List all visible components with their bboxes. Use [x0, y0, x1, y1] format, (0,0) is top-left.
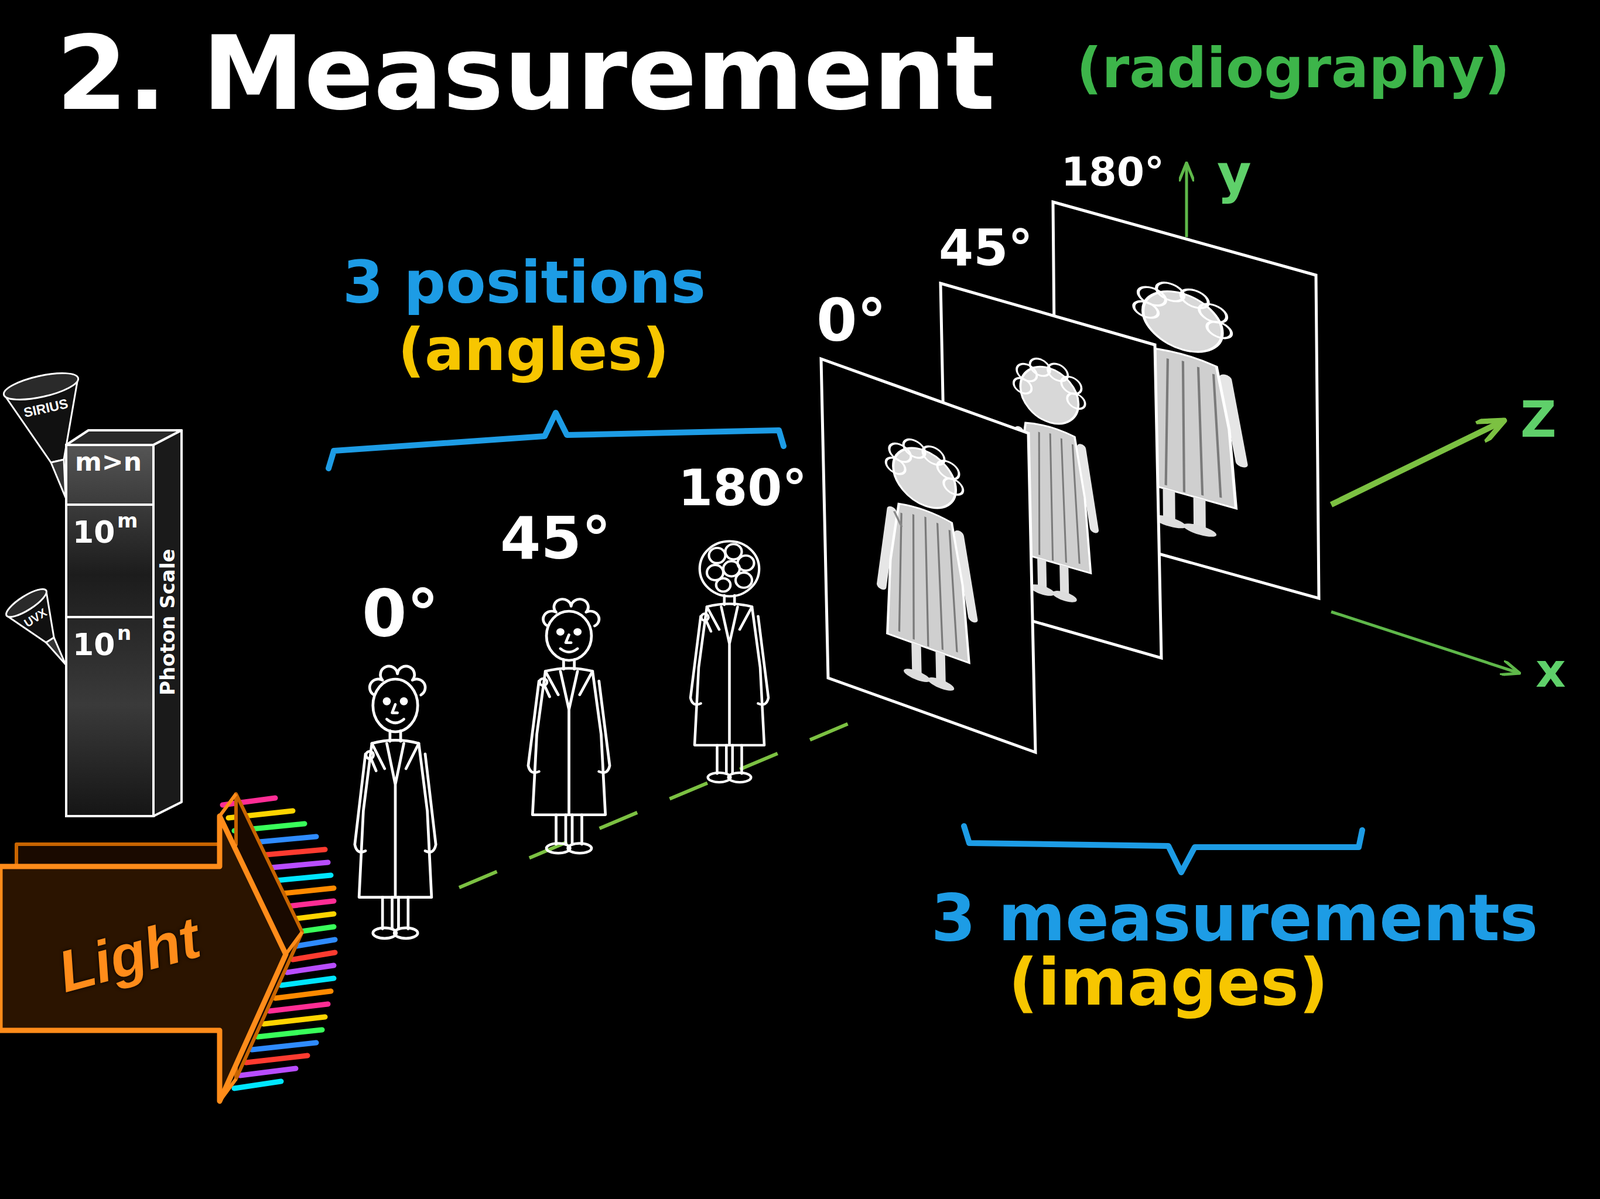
ray — [292, 952, 335, 960]
person-0deg — [354, 666, 436, 939]
beam-axis — [459, 713, 873, 888]
angle-label: 45° — [938, 219, 1034, 278]
angle-label: 0° — [816, 286, 887, 355]
subtitle: (radiography) — [1076, 36, 1510, 101]
light-arrow: Light — [0, 784, 311, 1107]
arrow-front — [0, 816, 286, 1102]
cone-tip — [46, 637, 66, 665]
detector-panel — [821, 359, 1036, 753]
person-body — [690, 595, 769, 783]
scale-title: Photon Scale — [155, 549, 179, 696]
axis-label: Z — [1520, 391, 1557, 449]
scale-value: 10 — [72, 627, 115, 663]
ray — [263, 1017, 326, 1025]
angle-label: 180° — [1061, 149, 1165, 196]
ray — [234, 1081, 282, 1089]
box-front — [66, 445, 154, 817]
scale-value: 10 — [72, 515, 115, 551]
cone-tip — [50, 459, 66, 498]
group-label: (angles) — [397, 316, 669, 384]
scale-note: m>n — [74, 447, 142, 478]
ray — [275, 991, 331, 999]
axis-label: x — [1535, 644, 1567, 699]
angle-label: 45° — [500, 504, 611, 573]
person-body — [528, 659, 610, 854]
person-face — [369, 666, 426, 733]
ray — [251, 1043, 317, 1051]
ray — [269, 1004, 328, 1012]
source-cone: UVX — [0, 579, 74, 668]
person-body — [354, 730, 436, 939]
person-180deg — [690, 541, 769, 783]
person-face — [542, 599, 599, 661]
group-label: 3 positions — [342, 248, 706, 317]
scale-exponent: m — [117, 509, 138, 533]
person-45deg — [528, 599, 610, 854]
ray — [240, 1068, 296, 1076]
scale-divider — [66, 503, 154, 507]
cone-opening — [1, 367, 81, 405]
group-label: 3 measurements — [931, 881, 1539, 956]
axis-label: y — [1216, 143, 1252, 205]
brace — [963, 826, 1363, 873]
title: 2. Measurement — [56, 14, 996, 133]
ray — [245, 1055, 308, 1063]
scale-divider — [66, 616, 154, 619]
xray-silhouette — [877, 427, 975, 702]
z-axis — [1331, 420, 1505, 505]
ray — [286, 965, 334, 973]
box-side — [153, 430, 182, 817]
ray — [281, 978, 334, 986]
person-back-head — [699, 541, 760, 597]
group-label: (images) — [1008, 945, 1329, 1021]
x-axis — [1331, 612, 1520, 674]
ray — [257, 1030, 323, 1038]
scale-exponent: n — [117, 621, 132, 645]
y-axis — [1185, 162, 1189, 238]
angle-label: 180° — [678, 459, 808, 518]
panel-image — [877, 427, 975, 702]
angle-label: 0° — [361, 576, 440, 652]
